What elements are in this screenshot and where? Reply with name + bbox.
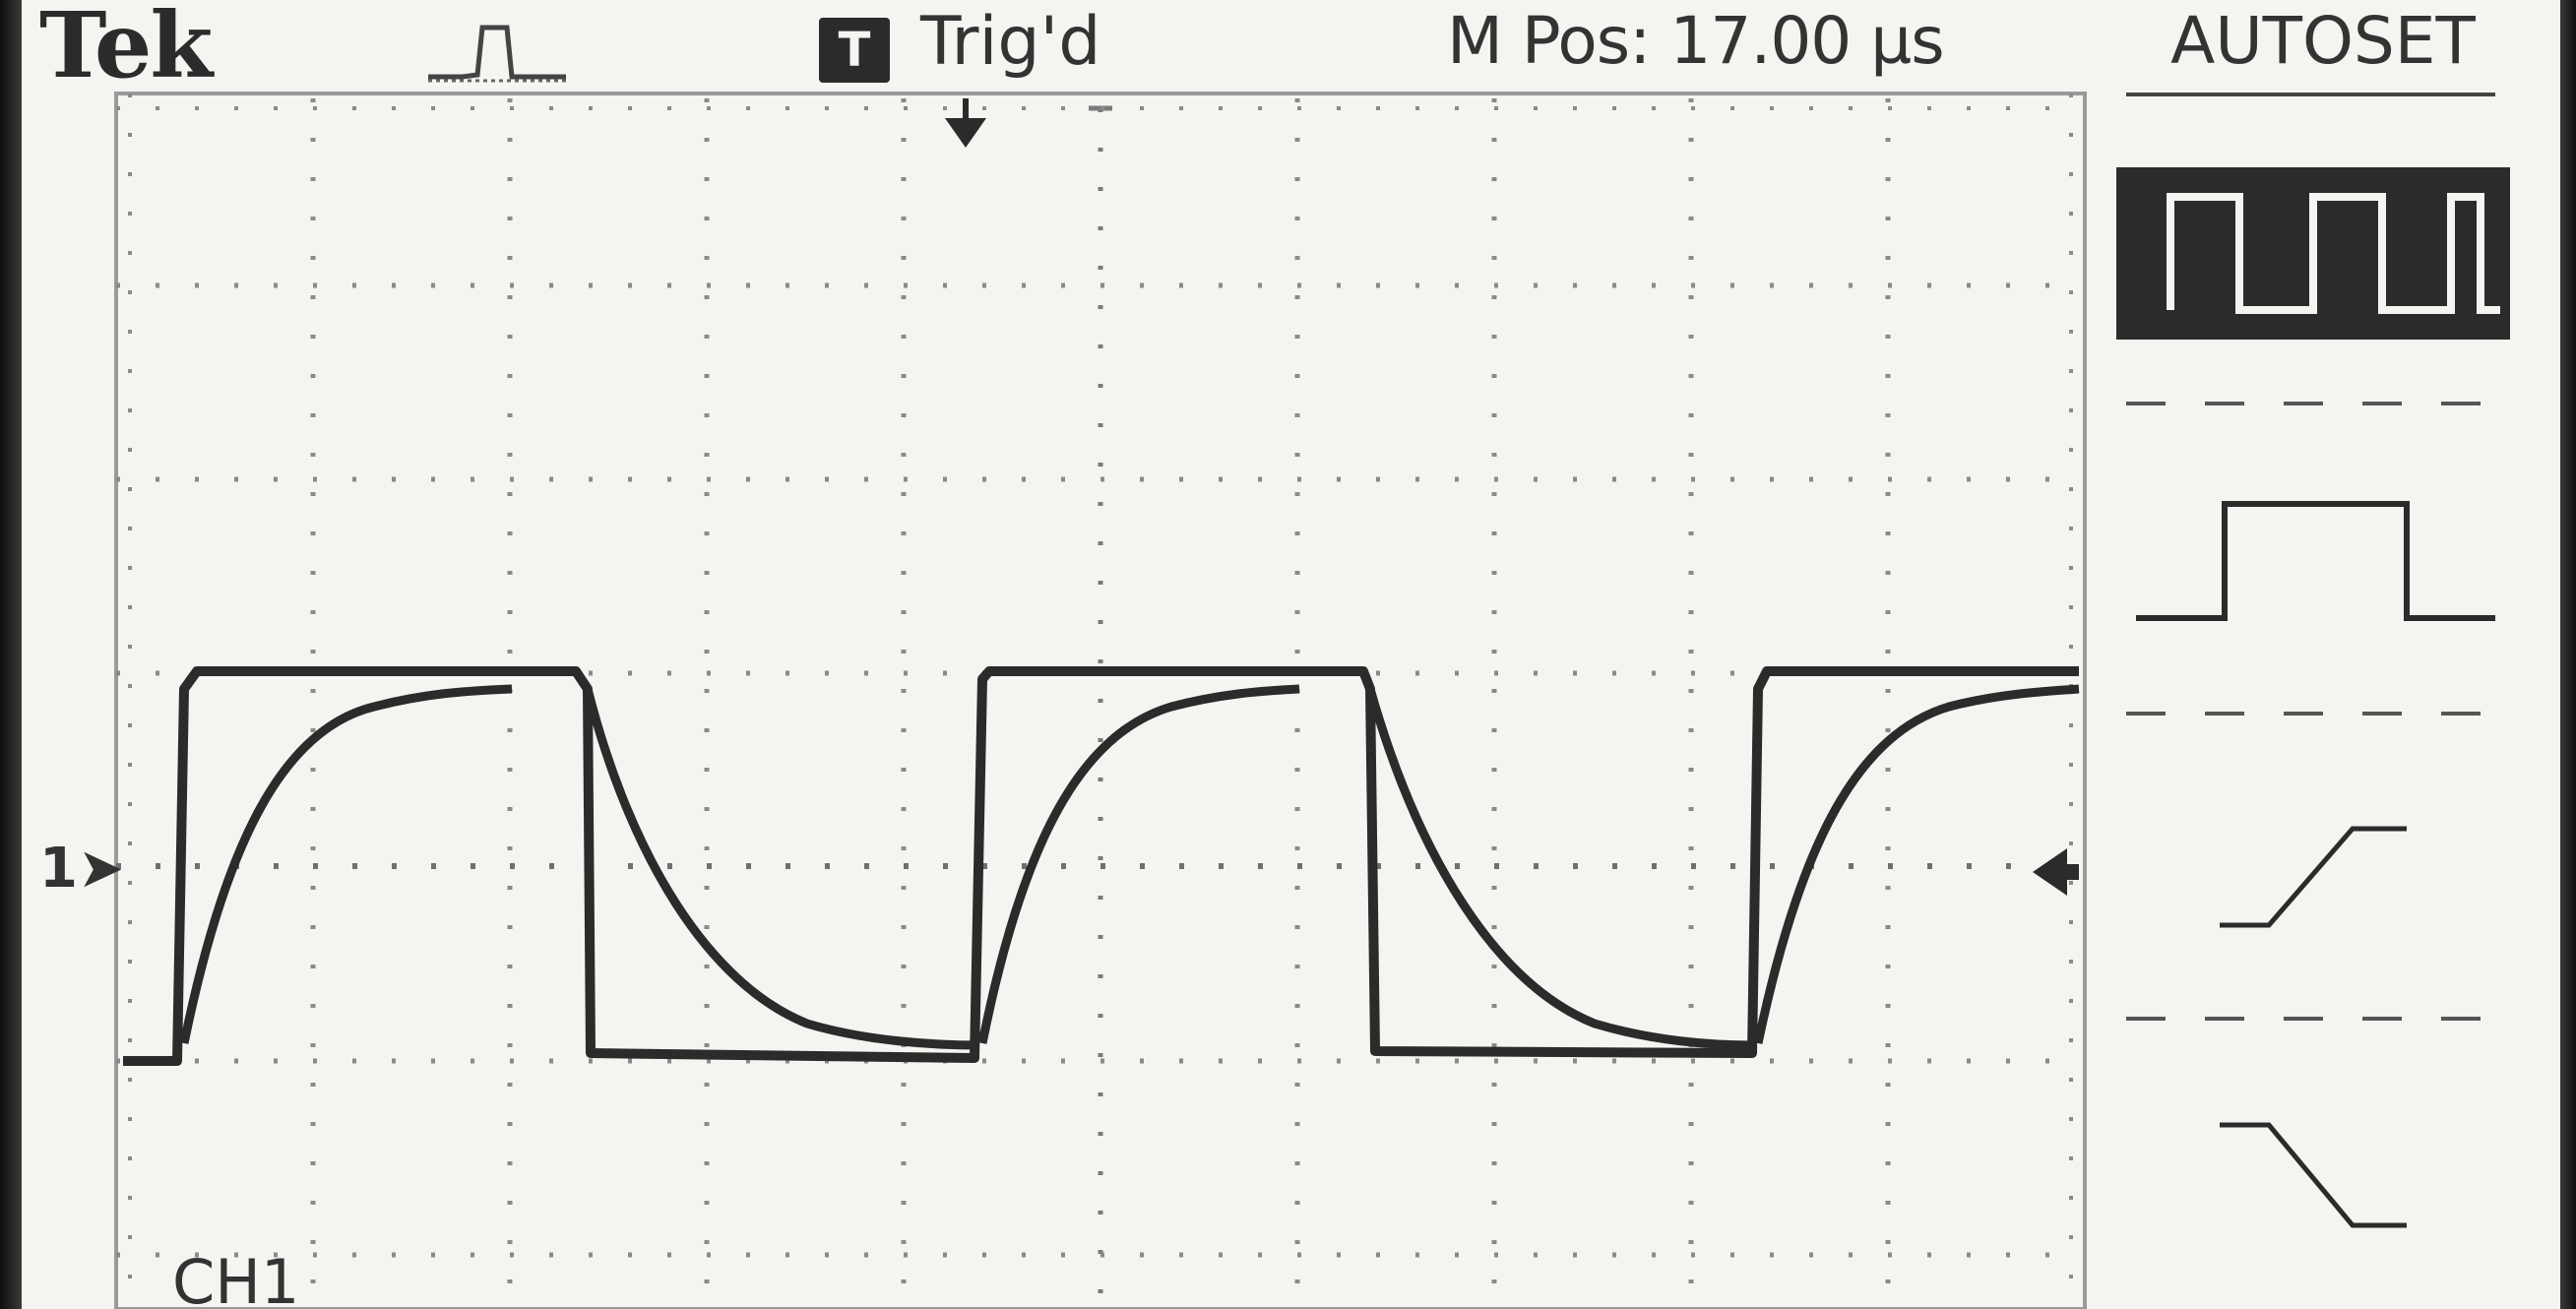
softkey-multi-cycle[interactable] — [2116, 167, 2510, 340]
main-position-readout: M Pos: 17.00 µs — [1447, 3, 1945, 79]
softkey-divider-1 — [2126, 402, 2500, 405]
softkey-falling-edge[interactable] — [2116, 1117, 2510, 1235]
graticule-edge-ticks — [116, 94, 2085, 1309]
trigger-status: Trig'd — [920, 3, 1101, 81]
ground-arrow-icon: ➤ — [77, 837, 124, 901]
rising-edge-icon — [2220, 826, 2407, 928]
menu-title: AUTOSET — [2170, 3, 2476, 79]
screen-bezel-left — [0, 0, 22, 1309]
trigger-level-arrow — [2033, 848, 2079, 896]
square-wave-trace — [123, 666, 2079, 1066]
trigger-position-arrow — [945, 98, 986, 148]
softkey-rising-edge[interactable] — [2116, 817, 2510, 935]
trigger-badge: T — [819, 18, 890, 83]
brand-logo: Tek — [39, 0, 213, 98]
softkey-divider-3 — [2126, 1017, 2500, 1021]
channel-ground-marker: 1➤ — [39, 842, 124, 897]
channel-label: CH1 — [172, 1246, 300, 1309]
menu-title-divider — [2126, 93, 2495, 96]
acquire-pulse-icon — [428, 25, 566, 83]
channel-ground-number: 1 — [39, 837, 78, 901]
screen-bezel-right — [2560, 0, 2576, 1309]
single-cycle-pulse-icon — [2136, 501, 2495, 621]
rc-response-trace — [179, 684, 2080, 1050]
softkey-single-cycle[interactable] — [2116, 492, 2510, 630]
falling-edge-icon — [2220, 1122, 2407, 1228]
graticule-border — [114, 92, 2087, 1309]
softkey-divider-2 — [2126, 712, 2500, 716]
multi-cycle-square-wave-icon — [2167, 193, 2500, 314]
